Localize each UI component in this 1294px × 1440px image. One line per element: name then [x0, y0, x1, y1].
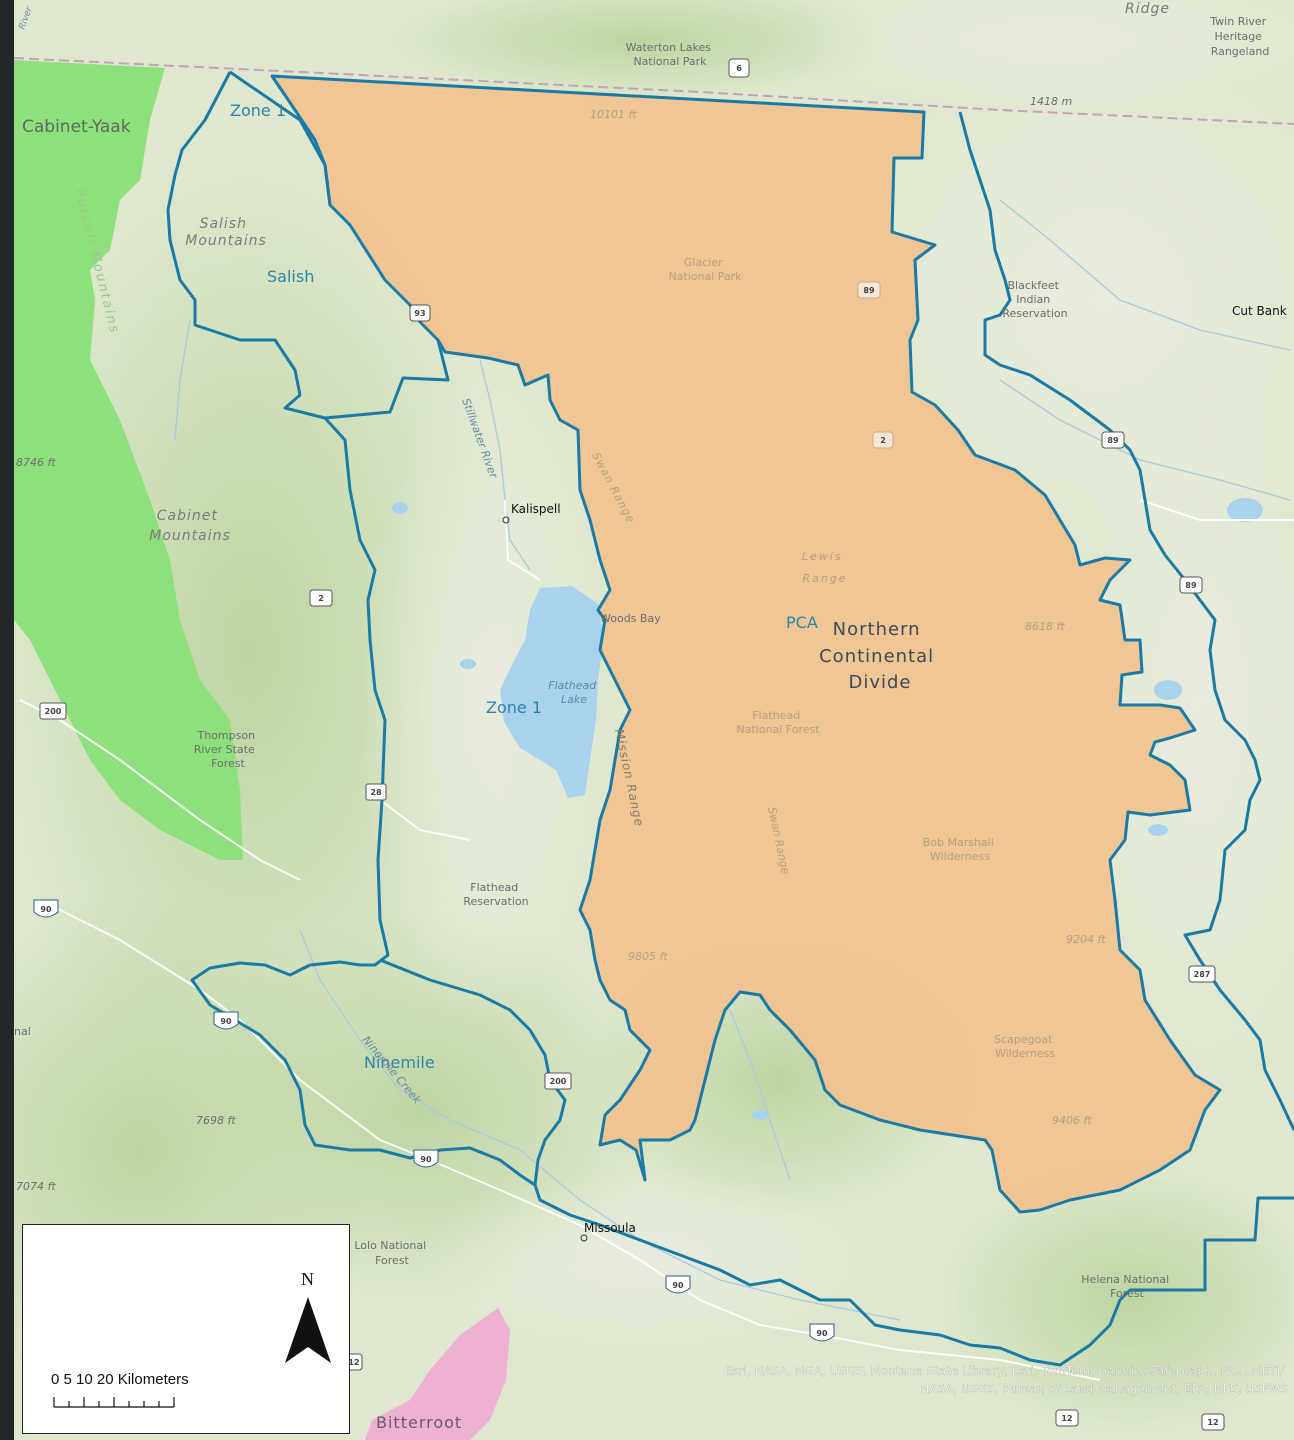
thompson-label: Thompson River State Forest: [194, 729, 259, 770]
highway-shield-93: 93: [409, 304, 431, 322]
svg-text:90: 90: [672, 1281, 684, 1290]
highway-shield-200: 200: [39, 702, 67, 720]
rivers: [174, 199, 1291, 1321]
elev-9204-label: 9204 ft: [1066, 933, 1106, 946]
lewis-range-label: Lewis Range: [802, 550, 848, 585]
elev-8618-label: 8618 ft: [1025, 620, 1065, 633]
svg-text:287: 287: [1194, 970, 1211, 979]
svg-text:12: 12: [348, 1358, 359, 1367]
ridge-label: Ridge: [1125, 1, 1170, 17]
svg-text:90: 90: [40, 905, 52, 914]
salish-mountains-label: Salish Mountains: [185, 216, 267, 249]
highway-shield-89c: 89: [1179, 576, 1203, 594]
flathead-lake: [500, 586, 604, 798]
ninemile-label: Ninemile: [364, 1053, 435, 1072]
highway-shield-90c: 90: [413, 1149, 439, 1168]
glacier-label: Glacier National Park: [668, 256, 742, 283]
flathead-nf-label: Flathead National Forest: [736, 709, 820, 736]
salish-label: Salish: [267, 267, 314, 286]
waterton-label: Waterton Lakes National Park: [626, 41, 715, 68]
highway-shield-6: 6: [728, 58, 750, 78]
svg-text:200: 200: [550, 1077, 567, 1086]
highway-shield-90b: 90: [213, 1011, 239, 1030]
missoula-label: Missoula: [584, 1221, 636, 1235]
svg-text:90: 90: [420, 1155, 432, 1164]
highway-shield-12b: 12: [1201, 1413, 1225, 1431]
svg-text:90: 90: [220, 1017, 232, 1026]
cabinet-mountains-label: Cabinet Mountains: [149, 508, 231, 544]
elev-9406-label: 9406 ft: [1052, 1114, 1092, 1127]
attribution-text: Esri, NASA, NGA, USGS, Montana State Lib…: [725, 1364, 1288, 1396]
highway-shield-200b: 200: [544, 1072, 572, 1090]
north-label: N: [301, 1269, 314, 1289]
elev-1418-label: 1418 m: [1030, 95, 1072, 108]
scale-bar-icon: [53, 1397, 175, 1408]
svg-text:12: 12: [1061, 1414, 1072, 1423]
svg-text:89: 89: [1185, 581, 1197, 590]
highway-shield-28: 28: [365, 783, 387, 801]
svg-text:6: 6: [736, 64, 742, 73]
lolo-label: Lolo National Forest: [354, 1239, 429, 1267]
map-legend: N 0 5 10 20 Kilometers: [22, 1224, 350, 1434]
helena-label: Helena National Forest: [1081, 1273, 1172, 1300]
elev-9805-label: 9805 ft: [628, 950, 668, 963]
svg-text:28: 28: [370, 788, 382, 797]
highway-shields: 6 89 93 2 89 2 89 200 28 90 90 287 200 9…: [33, 58, 1225, 1431]
highway-shield-89a: 89: [857, 281, 881, 299]
svg-text:89: 89: [863, 286, 875, 295]
highway-shield-89b: 89: [1101, 431, 1125, 449]
svg-text:93: 93: [414, 309, 425, 318]
highway-shield-12a: 12: [1055, 1409, 1079, 1427]
north-arrow-icon: [285, 1297, 331, 1363]
elev-8746-label: 8746 ft: [16, 456, 56, 469]
highway-shield-287: 287: [1188, 965, 1216, 983]
elev-10101-label: 10101 ft: [590, 108, 637, 121]
svg-text:2: 2: [880, 436, 886, 445]
cabinet-yaak-area: [14, 60, 243, 860]
highway-shield-90d: 90: [665, 1275, 691, 1294]
cabinet-yaak-label: Cabinet-Yaak: [22, 117, 131, 137]
twin-river-label: Twin River Heritage Rangeland: [1209, 15, 1269, 58]
pca-boundary[interactable]: [270, 74, 1222, 1214]
scapegoat-label: Scapegoat Wilderness: [994, 1033, 1056, 1060]
nal-label: nal: [14, 1025, 31, 1038]
flathead-reservation-label: Flathead Reservation: [463, 881, 528, 908]
international-border: [13, 57, 1294, 125]
scale-bar-label: 0 5 10 20 Kilometers: [51, 1371, 189, 1388]
elev-7698-label: 7698 ft: [196, 1114, 236, 1127]
elev-7074-label: 7074 ft: [16, 1180, 56, 1193]
bob-marshall-label: Bob Marshall Wilderness: [923, 836, 998, 863]
highway-shield-90e: 90: [809, 1323, 835, 1342]
pca-label: PCA: [786, 613, 818, 632]
blackfeet-label: Blackfeet Indian Reservation: [1002, 279, 1067, 320]
svg-text:90: 90: [816, 1329, 828, 1338]
highway-shield-2a: 2: [872, 431, 894, 449]
zone1-top-label: Zone 1: [230, 101, 286, 120]
northern-continental-divide-label: Northern Continental Divide: [819, 619, 941, 693]
kalispell-label: Kalispell: [511, 502, 561, 516]
svg-text:89: 89: [1107, 436, 1119, 445]
svg-text:12: 12: [1207, 1418, 1218, 1427]
svg-text:2: 2: [318, 594, 324, 603]
svg-text:200: 200: [45, 707, 62, 716]
highway-shield-90a: 90: [33, 899, 59, 918]
bitterroot-area: [365, 1308, 510, 1440]
zone1-mid-label: Zone 1: [486, 698, 542, 717]
woods-bay-label: Woods Bay: [600, 612, 661, 625]
highway-shield-2b: 2: [309, 589, 333, 607]
bitterroot-label: Bitterroot: [376, 1413, 462, 1432]
cut-bank-label: Cut Bank: [1232, 304, 1287, 318]
flathead-lake-label: Flathead Lake: [548, 679, 599, 706]
